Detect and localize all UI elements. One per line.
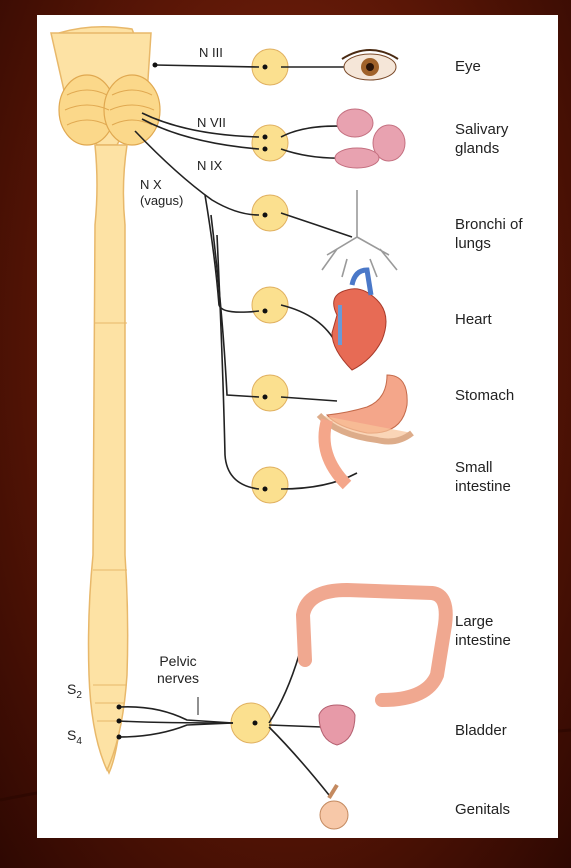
large-intestine-illustration [295, 582, 453, 707]
nerve-dots [116, 62, 268, 740]
label-n7: N VII [197, 115, 226, 130]
label-vagus: (vagus) [140, 193, 184, 208]
ganglion-stomach [251, 374, 289, 412]
label-salivary-glands: Salivary glands [455, 121, 509, 157]
label-pelvic-nerves: Pelvic nerves [157, 653, 200, 686]
nerve-fibers [118, 64, 388, 796]
ganglion-salivary [251, 124, 289, 162]
label-s2: S2 [67, 681, 82, 701]
label-stomach: Stomach [455, 387, 515, 404]
eye-illustration [341, 49, 399, 81]
label-n9: N IX [197, 158, 223, 173]
cord-body [87, 144, 129, 772]
bronchi-illustration [321, 190, 398, 278]
heart-illustration [331, 267, 387, 371]
stomach-illustration [316, 374, 414, 490]
brainstem [58, 74, 161, 146]
bladder-illustration [318, 704, 356, 746]
label-genitals: Genitals [455, 801, 511, 818]
parasympathetic-diagram [50, 26, 453, 830]
label-s4: S4 [67, 727, 82, 747]
label-bronchi: Bronchi of lungs [455, 216, 523, 252]
label-n10: N X [140, 177, 162, 192]
label-n3: N III [199, 45, 223, 60]
ganglion-intestine [251, 466, 289, 504]
label-heart: Heart [455, 311, 492, 328]
diagram-panel: N III N VII N IX N X (vagus) Pelvic nerv… [37, 15, 558, 838]
ganglion-heart [251, 286, 289, 324]
ganglion-lungs [251, 194, 289, 232]
ganglion-pelvic [230, 702, 272, 744]
genitals-illustration [319, 783, 349, 830]
label-small-intestine: Small intestine [455, 459, 511, 495]
label-eye: Eye [455, 58, 481, 75]
label-bladder: Bladder [455, 722, 507, 739]
label-large-intestine: Large intestine [455, 613, 511, 649]
salivary-glands-illustration [334, 108, 406, 169]
